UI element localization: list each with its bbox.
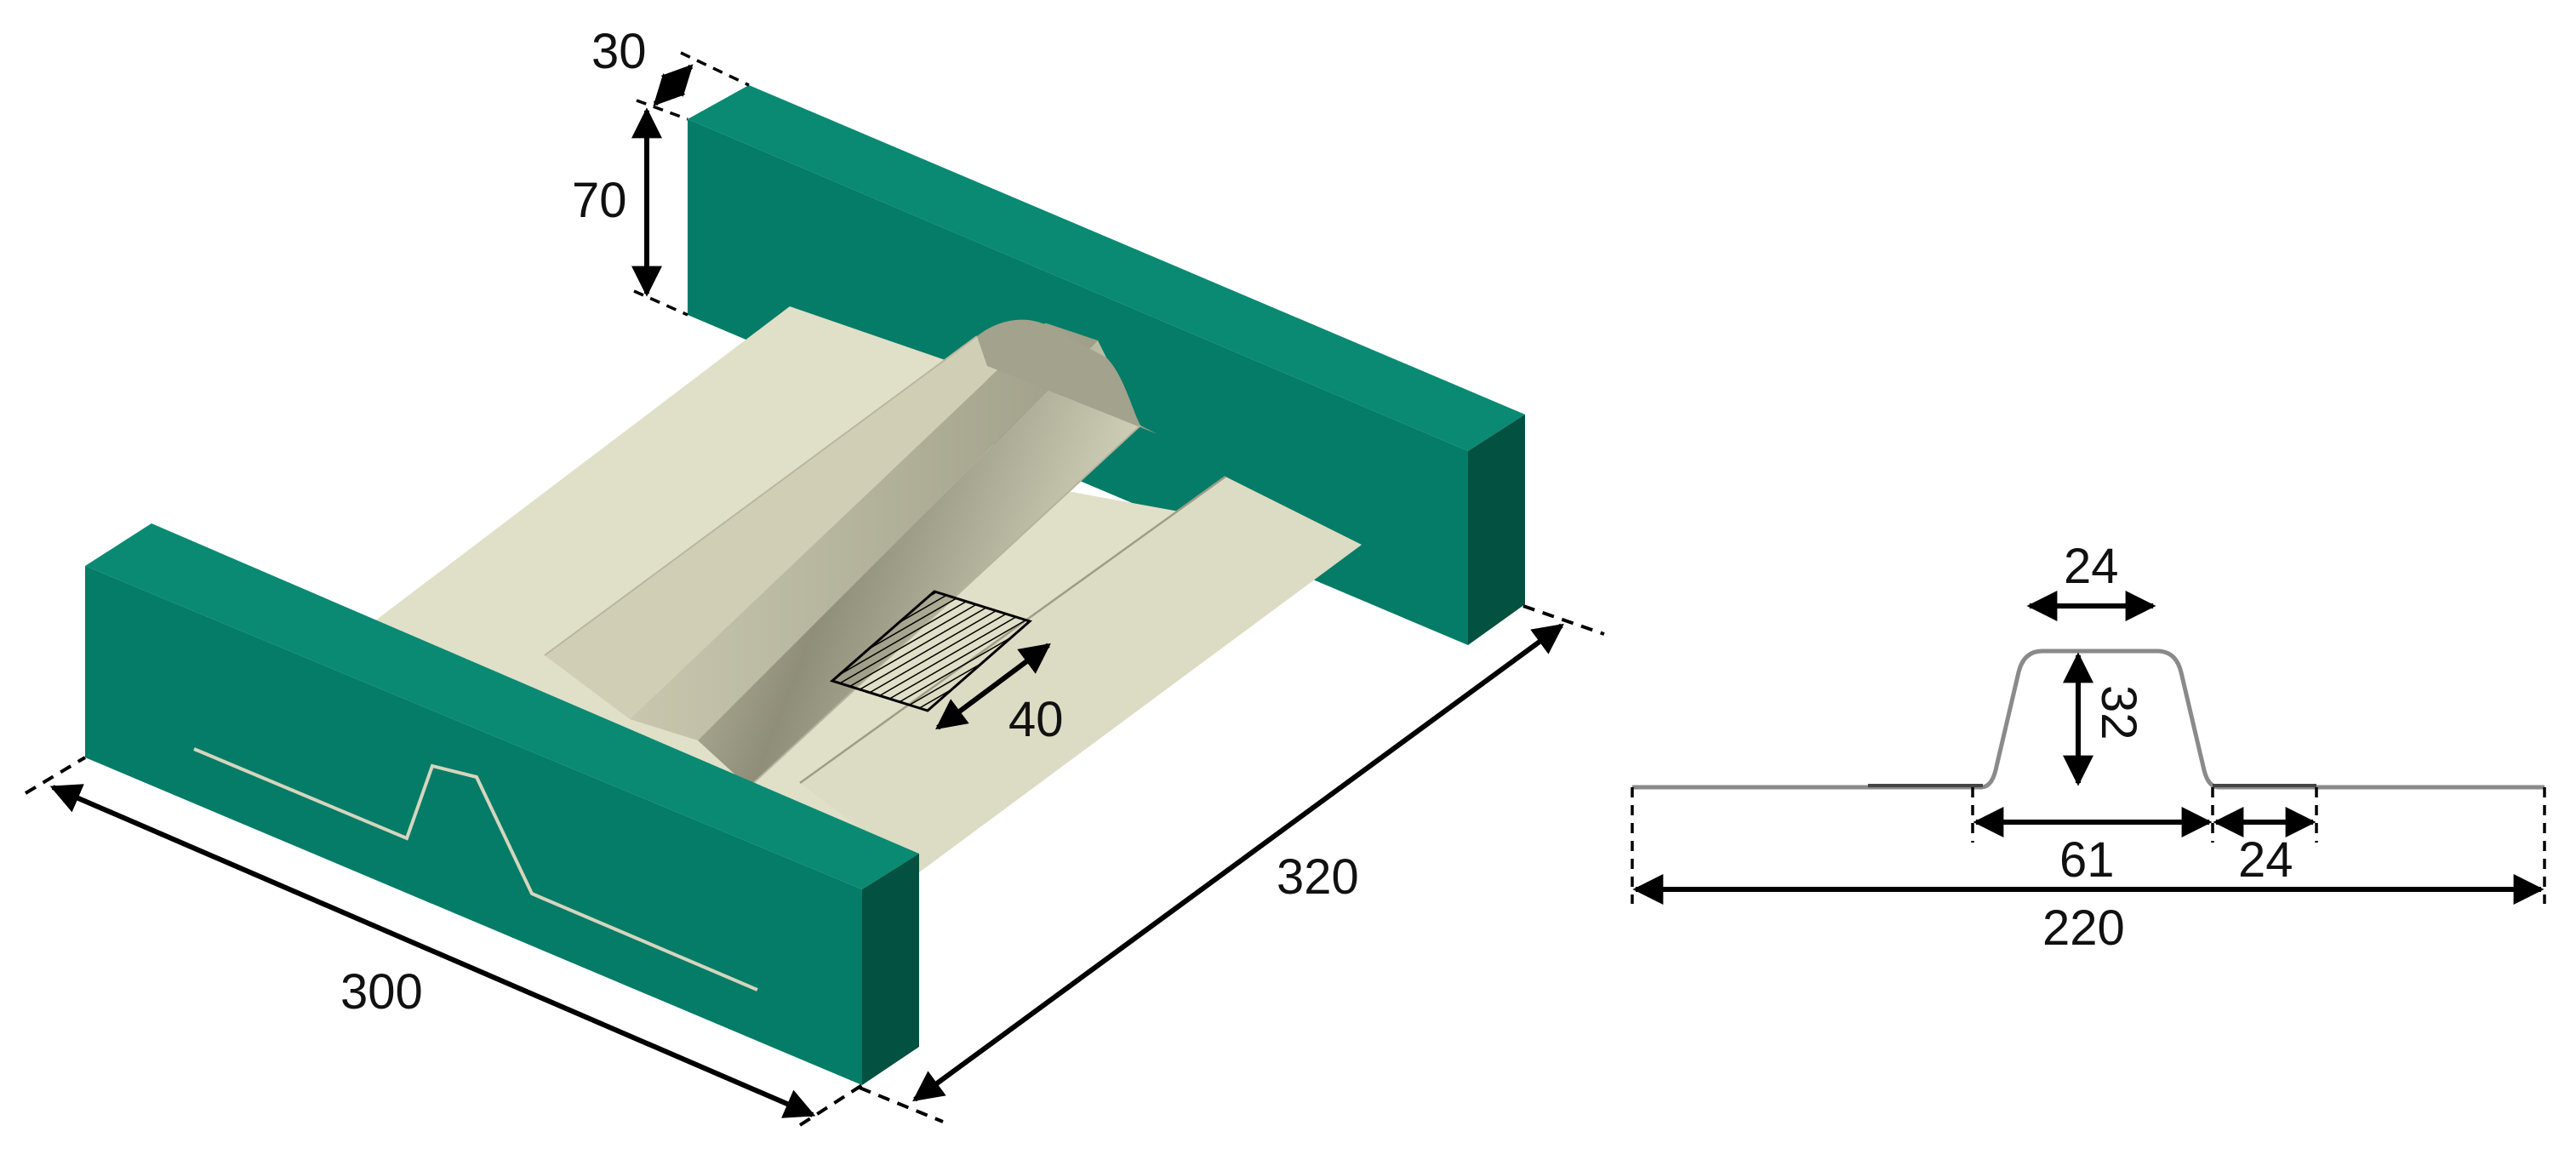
dim-wall-height: 70	[572, 107, 688, 317]
dim-flange-width-label: 24	[2238, 832, 2293, 888]
dim-total-width: 220	[1632, 874, 2545, 956]
front-wall-end	[862, 854, 919, 1085]
dim-width-label: 300	[340, 964, 423, 1020]
hat-hump-top	[630, 323, 1098, 740]
iso-view: 30 70 40 320 300	[24, 24, 1605, 1127]
dim-top-width-label: 24	[2064, 539, 2119, 594]
dim-top-width: 24	[2026, 539, 2156, 621]
dim-length-label: 320	[1277, 849, 1359, 905]
dim-wall-thickness: 30	[591, 24, 750, 121]
dim-hat-height: 32	[2063, 652, 2146, 786]
hat-section-profile	[1632, 649, 2545, 790]
section-view: 24 32 61 24 220	[1631, 539, 2546, 956]
plate-crease-left	[544, 335, 978, 656]
dim-impact-width-label: 40	[1008, 692, 1064, 747]
dim-length: 320	[859, 604, 1605, 1123]
back-wall-top	[688, 85, 1525, 451]
dim-hat-height-label: 32	[2091, 685, 2146, 740]
back-wall-end	[1468, 414, 1525, 645]
hat-hump-right-wall	[698, 340, 1140, 787]
dim-width: 300	[24, 756, 864, 1127]
dim-total-width-label: 220	[2042, 900, 2125, 956]
dim-base-width: 61	[1973, 807, 2213, 888]
dim-base-width-label: 61	[2059, 832, 2115, 888]
hat-hump-left-wall	[545, 323, 1047, 719]
dim-wall-thickness-label: 30	[591, 24, 647, 79]
hat-hump-end	[977, 319, 1157, 434]
dim-wall-height-label: 70	[572, 173, 627, 228]
dim-flange-width: 24	[2213, 807, 2316, 888]
